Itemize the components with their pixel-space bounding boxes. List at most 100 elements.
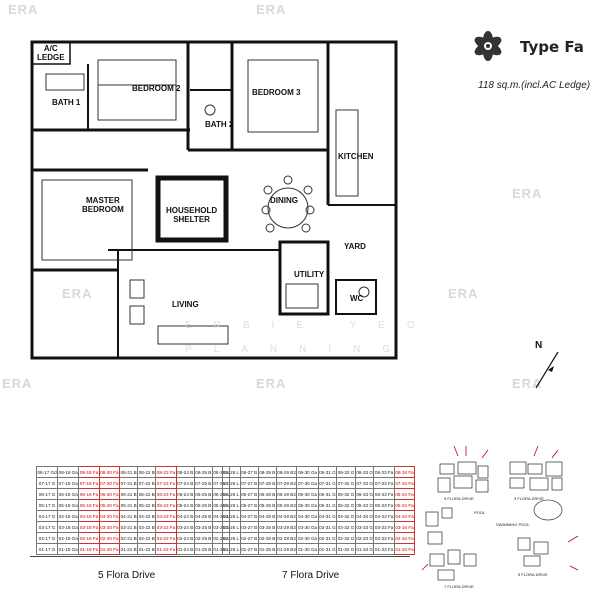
- watermark-era: ERA: [256, 376, 287, 391]
- unit-cell: 02-17 G: [35, 532, 59, 544]
- room-ac-ledge: A/C LEDGE: [37, 44, 65, 62]
- unit-cell: 05-26 L: [222, 499, 241, 511]
- unit-cell: 05-33 G: [354, 499, 375, 511]
- unit-cell: 04-28 B: [257, 510, 277, 522]
- watermark-era: ERA: [448, 286, 479, 301]
- unit-cell: 08-21 B: [119, 466, 139, 478]
- unit-cell: 04-22 B: [137, 510, 157, 522]
- unit-cell: 04-30 Ga: [296, 510, 319, 522]
- unit-cell: 03-26 L: [222, 521, 241, 533]
- unit-type-title: Type Fa: [520, 38, 584, 56]
- unit-cell: 05-22 B: [137, 499, 157, 511]
- unit-cell: 03-24 B: [175, 521, 195, 533]
- unit-cell: 06-32 G: [336, 488, 356, 500]
- unit-cell: 03-18 Ga: [57, 521, 80, 533]
- unit-cell: 07-24 B: [175, 477, 195, 489]
- unit-cell: 01-22 B: [137, 543, 157, 555]
- room-bedroom-3: BEDROOM 3: [252, 88, 301, 97]
- unit-cell: 06-28 B: [257, 488, 277, 500]
- site-label: 5 FLORA DRIVE: [518, 572, 548, 577]
- unit-cell: 05-17 G: [35, 499, 59, 511]
- drive-label-left: 5 Flora Drive: [98, 570, 156, 581]
- unit-cell: 03-25 B: [193, 521, 213, 533]
- unit-cell: 02-29 B2: [275, 532, 298, 544]
- unit-cell: 07-20 Fa: [98, 477, 121, 489]
- unit-cell: 03-31 G: [317, 521, 338, 533]
- unit-cell: 02-26 L: [222, 532, 241, 544]
- room-bath-2: BATH 2: [205, 120, 234, 129]
- unit-area: 118 sq.m.(incl.AC Ledge): [478, 80, 591, 91]
- unit-cell: 07-28 B: [257, 477, 277, 489]
- unit-cell: 02-27 B: [239, 532, 259, 544]
- unit-cell: 02-32 G: [336, 532, 356, 544]
- unit-cell: 05-23 Fa: [155, 499, 177, 511]
- unit-cell: 02-25 B: [193, 532, 213, 544]
- unit-cell: 07-30 Ga: [296, 477, 319, 489]
- room-dining: DINING: [270, 196, 298, 205]
- room-master-bedroom: MASTER BEDROOM: [82, 196, 124, 214]
- unit-cell: 03-32 G: [336, 521, 356, 533]
- watermark-era: ERA: [512, 376, 543, 391]
- north-compass-icon: [535, 351, 559, 389]
- unit-cell: 01-33 Fa: [373, 543, 395, 555]
- unit-cell: 04-20 Fa: [98, 510, 121, 522]
- unit-cell: 06-17 G: [35, 488, 59, 500]
- unit-cell: 08-33 Fa: [373, 466, 395, 478]
- site-label: POOL: [474, 510, 486, 515]
- unit-cell: 03-29 B2: [275, 521, 298, 533]
- unit-cell: 04-31 G: [317, 510, 338, 522]
- unit-cell: 04-17 G: [35, 510, 59, 522]
- unit-cell: 05-29 B2: [275, 499, 298, 511]
- unit-cell: 03-33 Fa: [373, 521, 395, 533]
- unit-cell: 03-34 Fa: [393, 521, 416, 533]
- unit-cell: 06-22 B: [137, 488, 157, 500]
- unit-cell: 01-21 B: [119, 543, 139, 555]
- unit-cell: 02-31 G: [317, 532, 338, 544]
- unit-cell: 06-33 G: [354, 488, 375, 500]
- unit-cell: 04-21 B: [119, 510, 139, 522]
- room-household-shelter: HOUSEHOLD SHELTER: [166, 206, 218, 224]
- unit-cell: 04-26 L: [222, 510, 241, 522]
- unit-cell: 01-34 Fa: [393, 543, 416, 555]
- unit-cell: 01-20 Fa: [98, 543, 121, 555]
- unit-cell: 07-26 L: [222, 477, 241, 489]
- room-utility: UTILITY: [294, 270, 325, 279]
- unit-cell: 04-33 G: [354, 510, 375, 522]
- floor-plan: [30, 40, 398, 360]
- room-kitchen: KITCHEN: [338, 152, 374, 161]
- unit-cell: 05-18 Ga: [57, 499, 80, 511]
- unit-cell: 04-24 B: [175, 510, 195, 522]
- unit-cell: 02-18 Ga: [57, 532, 80, 544]
- unit-cell: 01-26 L: [222, 543, 241, 555]
- unit-cell: 08-23 Fa: [155, 466, 177, 478]
- unit-cell: 06-27 B: [239, 488, 259, 500]
- unit-cell: 02-20 Fa: [98, 532, 121, 544]
- watermark-era: ERA: [512, 186, 543, 201]
- unit-cell: 01-17 G: [35, 543, 59, 555]
- unit-cell: 06-33 Fa: [373, 488, 395, 500]
- unit-cell: 07-23 Fa: [155, 477, 177, 489]
- unit-cell: 01-28 B: [257, 543, 277, 555]
- watermark-era: ERA: [256, 2, 287, 17]
- unit-cell: 05-32 G: [336, 499, 356, 511]
- watermark-name: ERBIE YEO: [185, 320, 437, 331]
- unit-cell: 01-23 Fa: [155, 543, 177, 555]
- site-label: SWIMMING POOL: [496, 522, 530, 527]
- unit-cell: 04-33 Fa: [373, 510, 395, 522]
- unit-cell: 02-22 B: [137, 532, 157, 544]
- unit-cell: 08-22 B: [137, 466, 157, 478]
- room-yard: YARD: [344, 242, 366, 251]
- watermark-era: ERA: [2, 376, 33, 391]
- unit-cell: 05-25 B: [193, 499, 213, 511]
- room-bath-1: BATH 1: [52, 98, 81, 107]
- unit-cell: 08-34 Fa: [393, 466, 416, 478]
- divider: [30, 556, 410, 557]
- unit-cell: 07-33 G: [354, 477, 375, 489]
- unit-cell: 06-25 B: [193, 488, 213, 500]
- unit-cell: 03-20 Fa: [98, 521, 121, 533]
- unit-cell: 05-19 Fa: [78, 499, 100, 511]
